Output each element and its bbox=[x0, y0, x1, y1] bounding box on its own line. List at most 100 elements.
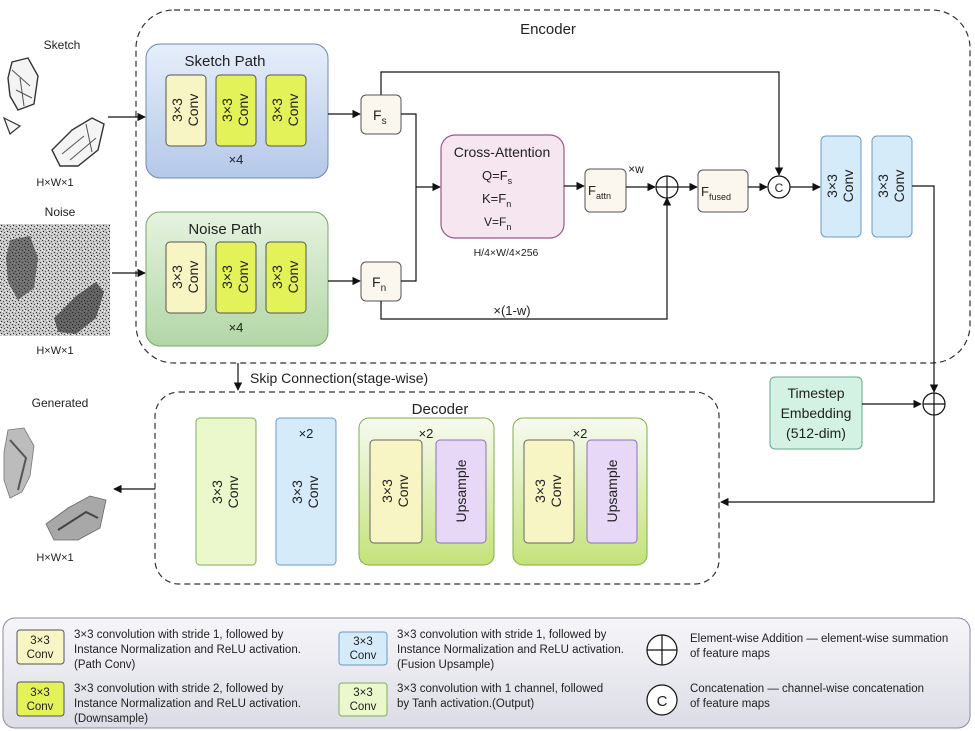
noise-conv-2-label-b: Conv bbox=[235, 261, 251, 294]
fs-main: F bbox=[373, 107, 382, 123]
legend-swatch-2-a: 3×3 bbox=[30, 687, 50, 699]
legend-6-line-1: Concatenation — channel-wise concatenati… bbox=[690, 683, 924, 695]
fs-label: Fs bbox=[373, 107, 387, 127]
sketch-path-conv-1 bbox=[165, 74, 207, 147]
output-conv-label-b: Conv bbox=[225, 476, 241, 509]
fn-box bbox=[360, 261, 402, 302]
noise-input-image bbox=[0, 224, 110, 336]
cross-attention-title: Cross-Attention bbox=[454, 144, 550, 160]
sketch-input-title: Sketch bbox=[44, 38, 81, 52]
up-block-2-upsample bbox=[586, 439, 638, 544]
generated-output-title: Generated bbox=[32, 396, 89, 410]
arrow-encoder-out bbox=[912, 185, 939, 393]
legend-swatch-fusion-conv bbox=[338, 631, 388, 666]
add-icon-timestep bbox=[922, 392, 946, 416]
add-icon-encoder bbox=[655, 175, 679, 199]
sketch-conv-2-label-b: Conv bbox=[235, 94, 251, 127]
weight-1mw-label: ×(1-w) bbox=[493, 303, 530, 318]
fusion-conv-2-label-b: Conv bbox=[891, 170, 907, 203]
timestep-line3: (512-dim) bbox=[786, 425, 846, 441]
legend-concat-icon bbox=[646, 684, 678, 716]
line-fs-to-merge bbox=[401, 113, 417, 187]
skip-connection-label: Skip Connection(stage-wise) bbox=[250, 370, 428, 386]
up-block-1-conv bbox=[369, 439, 423, 544]
decoder-fusion-conv bbox=[275, 417, 337, 566]
legend-swatch-output-conv bbox=[338, 682, 388, 717]
concat-symbol: C bbox=[775, 181, 784, 195]
timestep-embedding-block bbox=[769, 376, 863, 450]
arrow-fs-to-concat bbox=[380, 71, 784, 176]
legend-6-line-2: of feature maps bbox=[690, 698, 770, 710]
decoder-output-conv bbox=[195, 417, 257, 566]
decoder-fusion-repeat: ×2 bbox=[299, 426, 314, 441]
legend-swatch-3-a: 3×3 bbox=[353, 636, 373, 648]
legend-2-line-3: (Downsample) bbox=[74, 713, 148, 725]
legend-5-line-2: of feature maps bbox=[690, 648, 770, 660]
legend-swatch-1-b: Conv bbox=[27, 649, 54, 661]
sketch-input-image bbox=[2, 57, 105, 167]
arrow-fn-weighted bbox=[380, 197, 672, 320]
k-main: K=F bbox=[482, 191, 506, 206]
generated-output-dims: H×W×1 bbox=[36, 552, 73, 564]
legend-swatch-path-conv bbox=[16, 629, 65, 665]
weight-w-label: ×w bbox=[628, 162, 644, 176]
noise-path-conv-2 bbox=[215, 241, 257, 314]
sketch-conv-3-label-a: 3×3 bbox=[269, 98, 285, 122]
legend-panel bbox=[2, 617, 971, 729]
v-main: V=F bbox=[484, 215, 506, 229]
ffused-box bbox=[697, 169, 749, 213]
decoder-fusion-conv-label-b: Conv bbox=[305, 476, 321, 509]
noise-path-conv-1 bbox=[165, 241, 207, 314]
sketch-path-title: Sketch Path bbox=[185, 53, 266, 70]
timestep-line1: Timestep bbox=[787, 385, 844, 401]
ffused-main: F bbox=[701, 184, 709, 199]
up-block-1-conv-label-b: Conv bbox=[395, 475, 411, 508]
noise-conv-3-label-b: Conv bbox=[285, 261, 301, 294]
fusion-conv-1 bbox=[820, 135, 862, 238]
legend-swatch-4-b: Conv bbox=[350, 701, 377, 713]
up-block-2-conv bbox=[523, 439, 575, 544]
noise-input-title: Noise bbox=[45, 205, 76, 219]
fn-label: Fn bbox=[372, 274, 386, 294]
up-block-2-upsample-label: Upsample bbox=[604, 459, 620, 522]
noise-path-title: Noise Path bbox=[188, 221, 261, 238]
legend-3-line-3: (Fusion Upsample) bbox=[397, 659, 494, 671]
legend-2-line-1: 3×3 convolution with stride 2, followed … bbox=[74, 683, 284, 695]
legend-swatch-2-b: Conv bbox=[27, 701, 54, 713]
up-block-1-upsample-label: Upsample bbox=[453, 459, 469, 522]
up-block-1-repeat: ×2 bbox=[419, 426, 434, 441]
legend-1-line-3: (Path Conv) bbox=[74, 659, 136, 671]
ffused-sub: fused bbox=[709, 192, 731, 202]
sketch-conv-3-label-b: Conv bbox=[285, 94, 301, 127]
fusion-conv-1-label-a: 3×3 bbox=[824, 174, 840, 198]
cross-attention-q: Q=Fs bbox=[482, 168, 513, 186]
sketch-conv-2-label-a: 3×3 bbox=[219, 98, 235, 122]
legend-1-line-2: Instance Normalization and ReLU activati… bbox=[74, 644, 301, 656]
noise-conv-1-label-b: Conv bbox=[185, 261, 201, 294]
cross-attention-k: K=Fn bbox=[482, 191, 511, 209]
legend-add-icon bbox=[646, 634, 678, 666]
line-fn-to-merge bbox=[401, 187, 417, 282]
cross-attention-dims: H/4×W/4×256 bbox=[474, 247, 539, 259]
sketch-path-conv-2 bbox=[215, 74, 257, 147]
noise-path-conv-3 bbox=[265, 241, 307, 314]
timestep-line2: Embedding bbox=[781, 405, 852, 421]
arrow-add-to-decoder bbox=[720, 415, 935, 507]
up-block-2-repeat: ×2 bbox=[573, 426, 588, 441]
legend-concat-symbol: C bbox=[657, 693, 668, 710]
fn-main: F bbox=[372, 274, 381, 290]
sketch-conv-1-label-b: Conv bbox=[185, 94, 201, 127]
q-main: Q=F bbox=[482, 168, 508, 183]
legend-3-line-1: 3×3 convolution with stride 1, followed … bbox=[397, 629, 607, 641]
fs-sub: s bbox=[382, 116, 387, 127]
legend-2-line-2: Instance Normalization and ReLU activati… bbox=[74, 698, 301, 710]
fattn-main: F bbox=[588, 183, 596, 198]
cross-attention-v: V=Fn bbox=[484, 215, 511, 232]
up-block-1-upsample bbox=[435, 439, 487, 544]
fusion-conv-2-label-a: 3×3 bbox=[875, 174, 891, 198]
up-block-2-conv-label-b: Conv bbox=[548, 475, 564, 508]
noise-conv-2-label-a: 3×3 bbox=[219, 265, 235, 289]
fn-sub: n bbox=[381, 283, 387, 294]
legend-4-line-2: by Tanh activation.(Output) bbox=[397, 698, 534, 710]
